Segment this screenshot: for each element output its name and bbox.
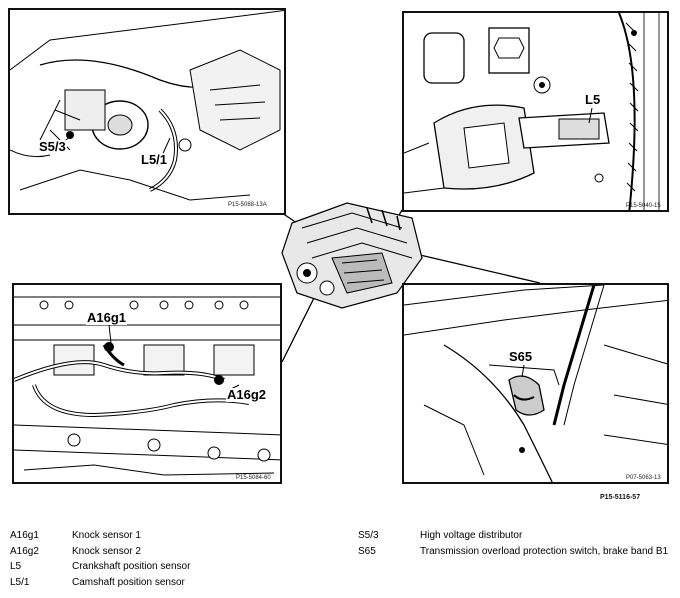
legend-description: High voltage distributor [420,530,523,541]
panel-ref-top-right: P15-5040-15 [626,203,661,209]
callout-s65: S65 [508,349,534,364]
panel-top-right: L5 P15-5040-15 [402,11,669,212]
panel-ref-bottom-right: P07-5063-13 [626,475,661,481]
legend-description: Knock sensor 2 [72,546,141,557]
legend-description: Crankshaft position sensor [72,561,191,572]
knock-sensor-area-drawing [14,296,280,476]
legend-code: L5/1 [10,577,30,588]
engine-top-left-drawing [10,10,284,201]
transmission-area-drawing [404,285,667,482]
panel-ref-bottom-left: P15-5084-60 [236,475,271,481]
legend-description: Knock sensor 1 [72,530,141,541]
callout-a16g1: A16g1 [86,310,128,325]
panel-bottom-right: S65 P07-5063-13 [402,283,669,484]
legend-code: A16g2 [10,546,39,557]
panel-ref-top-left: P15-5088-13A [228,202,267,208]
legend-code: L5 [10,561,22,572]
panel-bottom-left: A16g1 A16g2 P15-5084-60 [12,283,282,484]
legend-description: Camshaft position sensor [72,577,185,588]
figure-reference: P15-5116-57 [600,494,641,501]
callout-l5: L5 [584,92,602,107]
legend-code: S65 [358,546,376,557]
legend-code: S5/3 [358,530,379,541]
legend-code: A16g1 [10,530,39,541]
callout-s5-3: S5/3 [38,139,67,154]
callout-l5-1: L5/1 [140,152,169,167]
panel-top-left: S5/3 L5/1 P15-5088-13A [8,8,286,215]
crankshaft-area-drawing [404,13,660,210]
legend-description: Transmission overload protection switch,… [420,546,669,557]
callout-a16g2: A16g2 [226,387,268,402]
engine-overview-drawing [281,202,423,309]
